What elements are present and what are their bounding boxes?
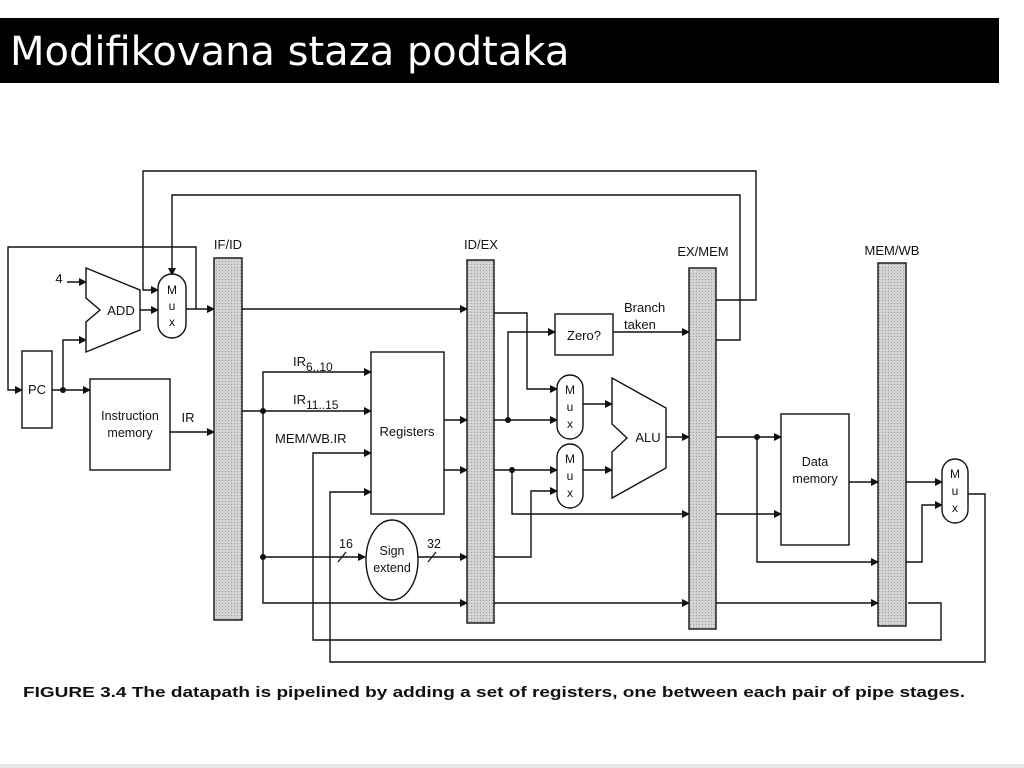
sign-extend-unit [365, 519, 419, 601]
pipeline-register-label-ex-mem: EX/MEM [677, 244, 728, 259]
alu-mux-bottom [556, 443, 584, 509]
pipeline-register-label-id-ex: ID/EX [464, 237, 498, 252]
pipeline-register-mem-wb [877, 262, 907, 627]
pipeline-register-id-ex [466, 259, 495, 624]
alu-mux-bottom-letter-u: u [567, 469, 574, 483]
pc-mux-letter-x: x [169, 315, 175, 329]
pipeline-register-if-id [213, 257, 243, 621]
alu-mux-top-letter-x: x [567, 417, 573, 431]
register-file-box [370, 351, 445, 515]
ir-bus-down-wire [262, 411, 468, 607]
npc-to-mux-wire [494, 312, 558, 393]
branch-target-wire [168, 194, 741, 341]
bus-width-slashes [337, 551, 437, 563]
figure-caption: FIGURE 3.4 The datapath is pipelined by … [23, 685, 965, 701]
program-counter-box [21, 350, 53, 429]
alu-mux-bottom-letter-m: M [565, 452, 575, 466]
ir-signal-label: IR [182, 410, 195, 425]
sign-extend-label-line1: Sign [379, 544, 404, 558]
alu-mux-bottom-letter-x: x [567, 486, 573, 500]
branch-taken-label-line2: taken [624, 317, 656, 332]
alu-unit [611, 376, 667, 500]
pc-mux [157, 273, 187, 339]
alu-mux-top-letter-u: u [567, 400, 574, 414]
sign-extend-label-line2: extend [373, 561, 411, 575]
ir-field-11-15-label: IR11..15 [293, 392, 339, 412]
pc-mux-letter-u: u [169, 299, 176, 313]
constant-four-label: 4 [55, 271, 62, 286]
bus-width-32-label: 32 [427, 537, 441, 551]
writeback-mux [941, 458, 969, 524]
pipeline-register-label-mem-wb: MEM/WB [865, 243, 920, 258]
writeback-reg-wire [312, 449, 942, 641]
slide-title: Modifikovana staza podtaka [10, 29, 570, 75]
adder-label: ADD [107, 303, 134, 318]
pc-to-adder-wire [62, 336, 87, 390]
alu-label: ALU [635, 430, 660, 445]
pipeline-datapath-diagram: IF/ID ID/EX EX/MEM MEM/WB PC 4 ADD Instr… [7, 170, 986, 701]
a-to-zero-wire [507, 328, 556, 420]
register-file-label: Registers [380, 424, 435, 439]
data-memory-label-line2: memory [792, 472, 838, 486]
junction-dots [60, 387, 760, 560]
branch-taken-select-wire [142, 170, 757, 301]
writeback-mux-letter-x: x [952, 501, 958, 515]
branch-taken-label-line1: Branch [624, 300, 665, 315]
footer-divider [0, 764, 1024, 768]
zero-test-box [554, 313, 614, 356]
ir-field-6-10-label: IR6..10 [293, 354, 333, 374]
data-memory-box [780, 413, 850, 546]
pipeline-register-label-if-id: IF/ID [214, 237, 242, 252]
adder-unit [85, 266, 141, 354]
writeback-mux-letter-m: M [950, 467, 960, 481]
imm-to-mux-wire [494, 487, 558, 558]
instruction-memory-label-line2: memory [107, 426, 153, 440]
ir-rs-wire [242, 368, 372, 412]
bus-width-16-label: 16 [339, 537, 353, 551]
alu-mux-top [556, 374, 584, 440]
data-memory-label-line1: Data [802, 455, 828, 469]
pc-feedback-wire [7, 246, 197, 394]
writeback-mux-letter-u: u [952, 484, 959, 498]
alu-mux-top-letter-m: M [565, 383, 575, 397]
pipeline-register-ex-mem [688, 267, 717, 630]
b-to-exmem-wire [511, 470, 690, 518]
mem-wb-ir-label: MEM/WB.IR [275, 431, 347, 446]
zero-test-label: Zero? [567, 328, 601, 343]
title-bar [0, 18, 999, 83]
wires [7, 170, 986, 663]
program-counter-label: PC [28, 382, 46, 397]
pc-mux-letter-m: M [167, 283, 177, 297]
instruction-memory-label-line1: Instruction [101, 409, 159, 423]
writeback-data-wire [329, 488, 986, 663]
aluout-bypass-wire [756, 437, 879, 566]
instruction-memory-box [89, 378, 171, 471]
aluout-to-wbmux-wire [906, 501, 943, 563]
